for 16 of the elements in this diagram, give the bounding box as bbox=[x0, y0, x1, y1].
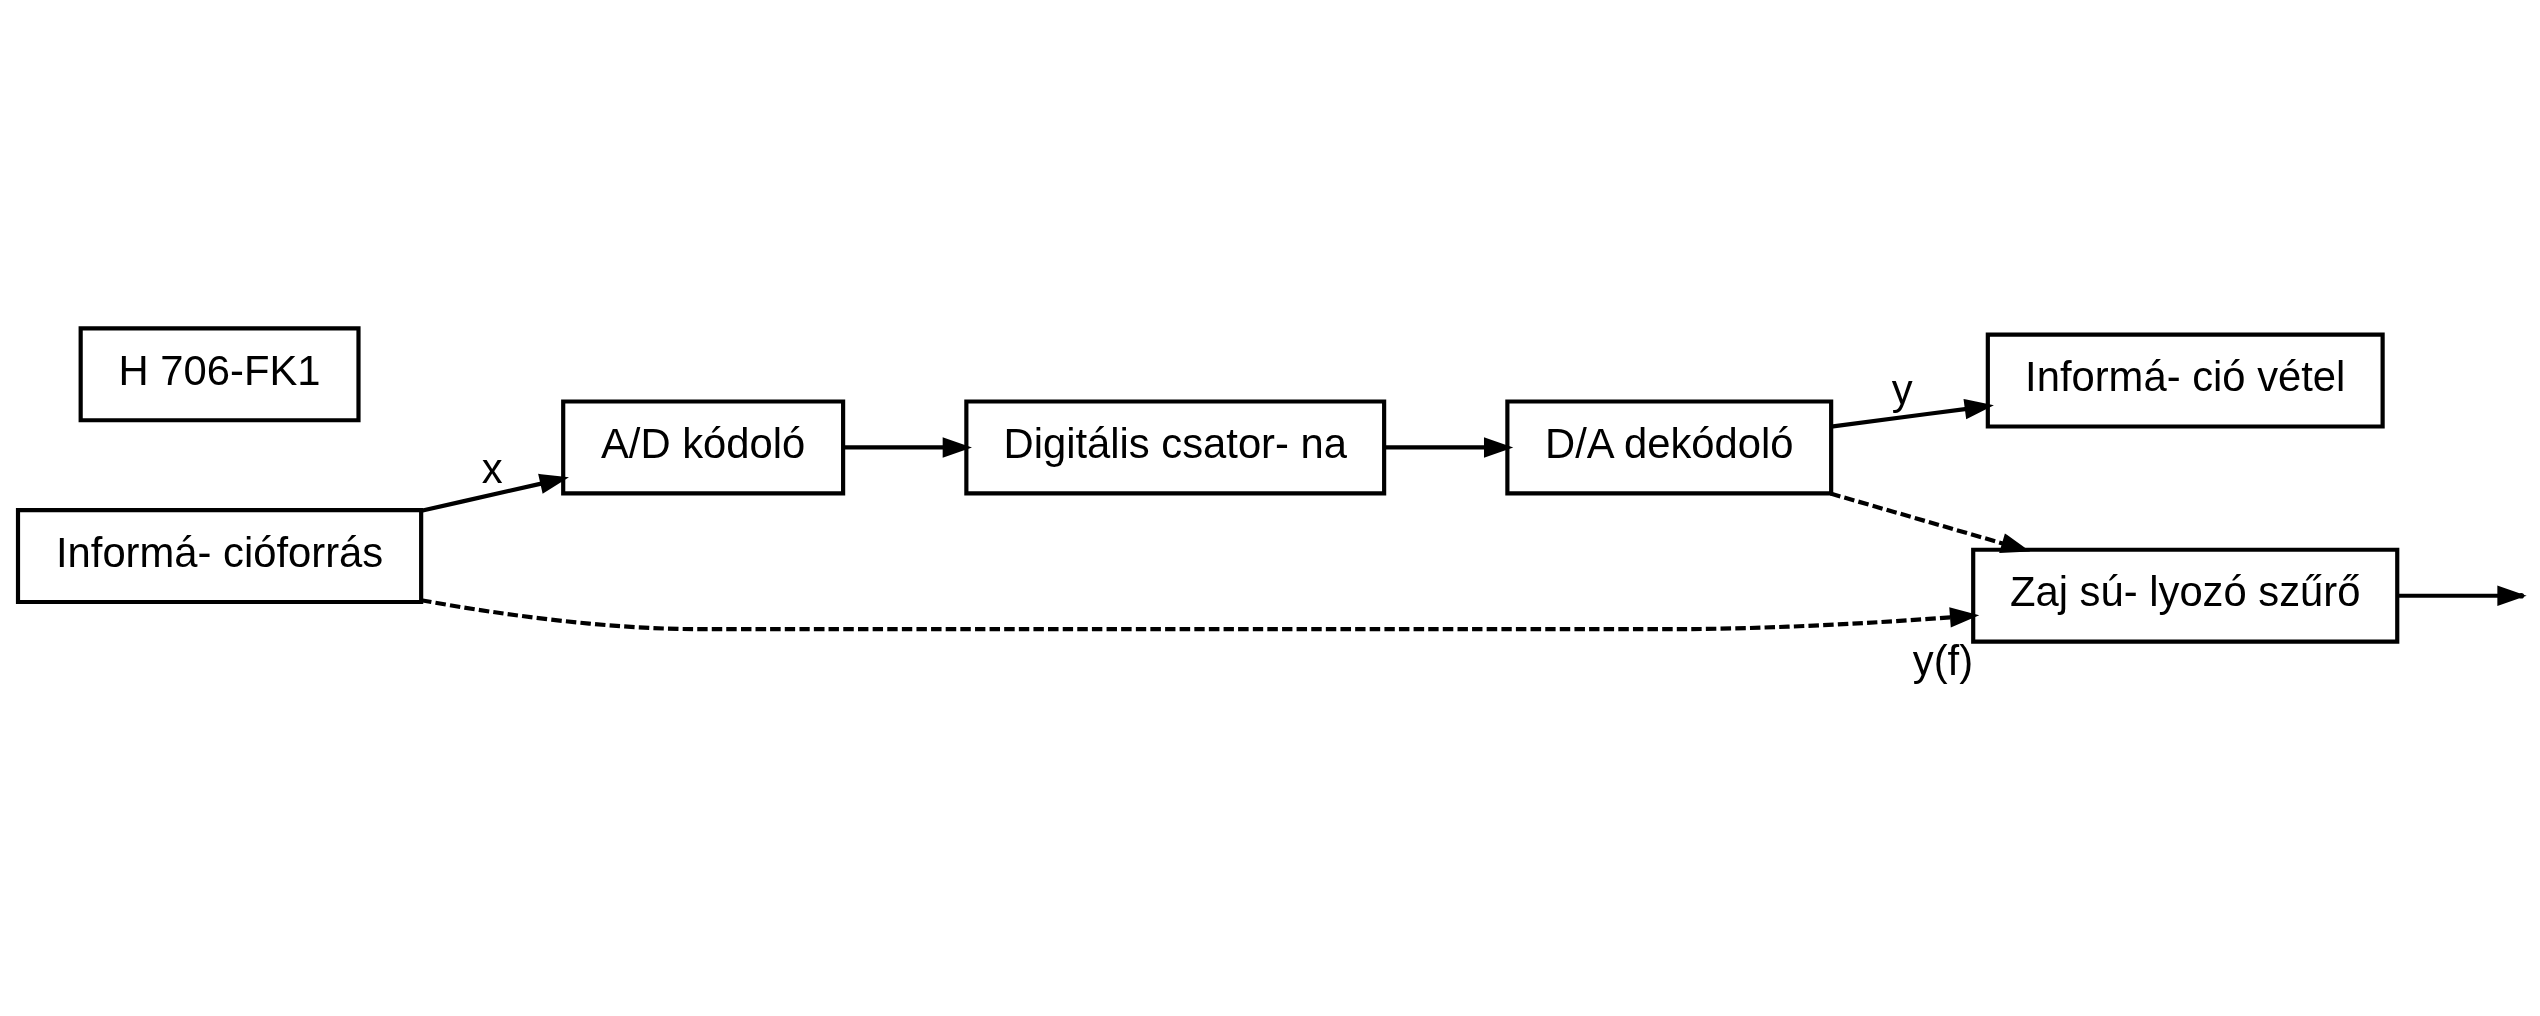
edge-label: y bbox=[1891, 365, 1913, 413]
edge-label: x bbox=[481, 444, 503, 492]
node-box: Zaj sú- lyozó szűrő bbox=[1971, 547, 2400, 644]
node-box: Informá- cióforrás bbox=[15, 508, 424, 605]
node-box: D/A dekódoló bbox=[1505, 399, 1834, 496]
node-box: Informá- ció vétel bbox=[1985, 332, 2385, 429]
node-box: Digitális csator- na bbox=[964, 399, 1387, 496]
arrow bbox=[1830, 398, 1994, 429]
arrow bbox=[421, 473, 569, 513]
arrow bbox=[843, 437, 972, 458]
arrow bbox=[1829, 491, 2031, 554]
node-box: H 706-FK1 bbox=[78, 326, 361, 423]
arrow bbox=[1384, 437, 1514, 458]
arrow bbox=[420, 598, 1980, 632]
node-label: y(f) bbox=[1912, 637, 1974, 685]
node-box: A/D kódoló bbox=[561, 399, 846, 496]
